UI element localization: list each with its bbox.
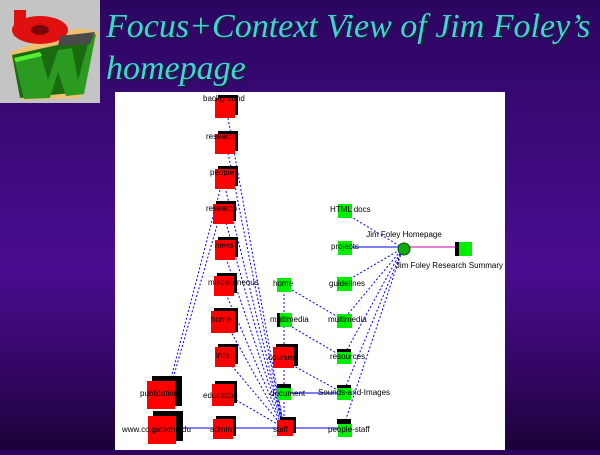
node-leaf[interactable]: multimedia — [328, 314, 367, 328]
node-page[interactable]: miscellaneous — [208, 273, 259, 296]
node-label: people-staff — [328, 425, 370, 434]
node-page[interactable]: research — [206, 201, 237, 224]
node-leaf[interactable]: Sounds-and-Images — [318, 385, 390, 400]
node-label: guidelines — [329, 279, 365, 288]
node-leaf[interactable]: projects — [331, 241, 359, 255]
slide-title: Focus+Context View of Jim Foley’s homepa… — [106, 8, 591, 87]
node-label: document — [270, 389, 306, 398]
node-label: www.cc.gatech.edu — [121, 425, 191, 434]
node-page[interactable]: admin — [210, 416, 236, 439]
column3-nodes: HTML docs projects guidelines multimedia… — [318, 204, 390, 437]
column2-nodes: home multimedia courses document staff — [268, 278, 309, 436]
node-label: miscellaneous — [208, 278, 259, 287]
node-label: Sounds-and-Images — [318, 388, 390, 397]
node-page[interactable]: home — [211, 308, 238, 333]
column1-nodes: background research people research news… — [203, 94, 259, 439]
node-leaf[interactable]: HTML docs — [330, 204, 371, 218]
diagram-panel: publications www.cc.gatech.edu backgroun… — [115, 92, 505, 450]
node-label: home — [211, 315, 232, 324]
node-leaf[interactable]: multimedia — [270, 313, 309, 327]
node-label: staff — [273, 425, 289, 434]
dotted-links — [169, 117, 404, 429]
node-leaf[interactable]: staff — [273, 417, 296, 436]
node-label: resources — [330, 352, 365, 361]
node-page[interactable]: education — [203, 381, 238, 406]
node-label: education — [203, 391, 238, 400]
node-leaf[interactable]: document — [270, 384, 306, 400]
hub-node[interactable]: Jim Foley Homepage — [366, 230, 442, 256]
node-label: multimedia — [328, 315, 367, 324]
node-label: Jim Foley Research Summary — [396, 261, 503, 270]
focus-node[interactable]: Jim Foley Research Summary — [396, 242, 503, 270]
node-label: home — [273, 279, 294, 288]
node-leaf[interactable]: home — [273, 278, 294, 292]
node-label: background — [203, 94, 245, 103]
node-label: publications — [140, 389, 182, 398]
node-label: admin — [210, 425, 232, 434]
node-page[interactable]: background — [203, 94, 245, 118]
node-label: news — [215, 241, 234, 250]
node-label: research — [206, 204, 237, 213]
node-label: info — [216, 351, 229, 360]
node-publications[interactable]: publications — [140, 376, 182, 409]
solid-links — [180, 246, 403, 429]
node-leaf[interactable]: guidelines — [329, 277, 365, 291]
node-label: people — [210, 168, 235, 177]
node-label: courses — [268, 353, 296, 362]
node-leaf[interactable]: courses — [268, 344, 298, 368]
node-www[interactable]: www.cc.gatech.edu — [121, 411, 191, 444]
node-page[interactable]: research — [206, 131, 238, 154]
node-label: projects — [331, 242, 359, 251]
bw-logo — [0, 0, 100, 103]
node-page[interactable]: info — [215, 344, 238, 367]
focus-context-graph: publications www.cc.gatech.edu backgroun… — [121, 94, 503, 444]
node-label: Jim Foley Homepage — [366, 230, 442, 239]
node-leaf[interactable]: resources — [330, 349, 365, 364]
node-label: multimedia — [270, 315, 309, 324]
node-label: research — [206, 132, 237, 141]
node-page[interactable]: news — [215, 237, 238, 260]
node-label: HTML docs — [330, 205, 371, 214]
node-page[interactable]: people — [210, 166, 238, 189]
node-leaf[interactable]: people-staff — [328, 419, 370, 437]
